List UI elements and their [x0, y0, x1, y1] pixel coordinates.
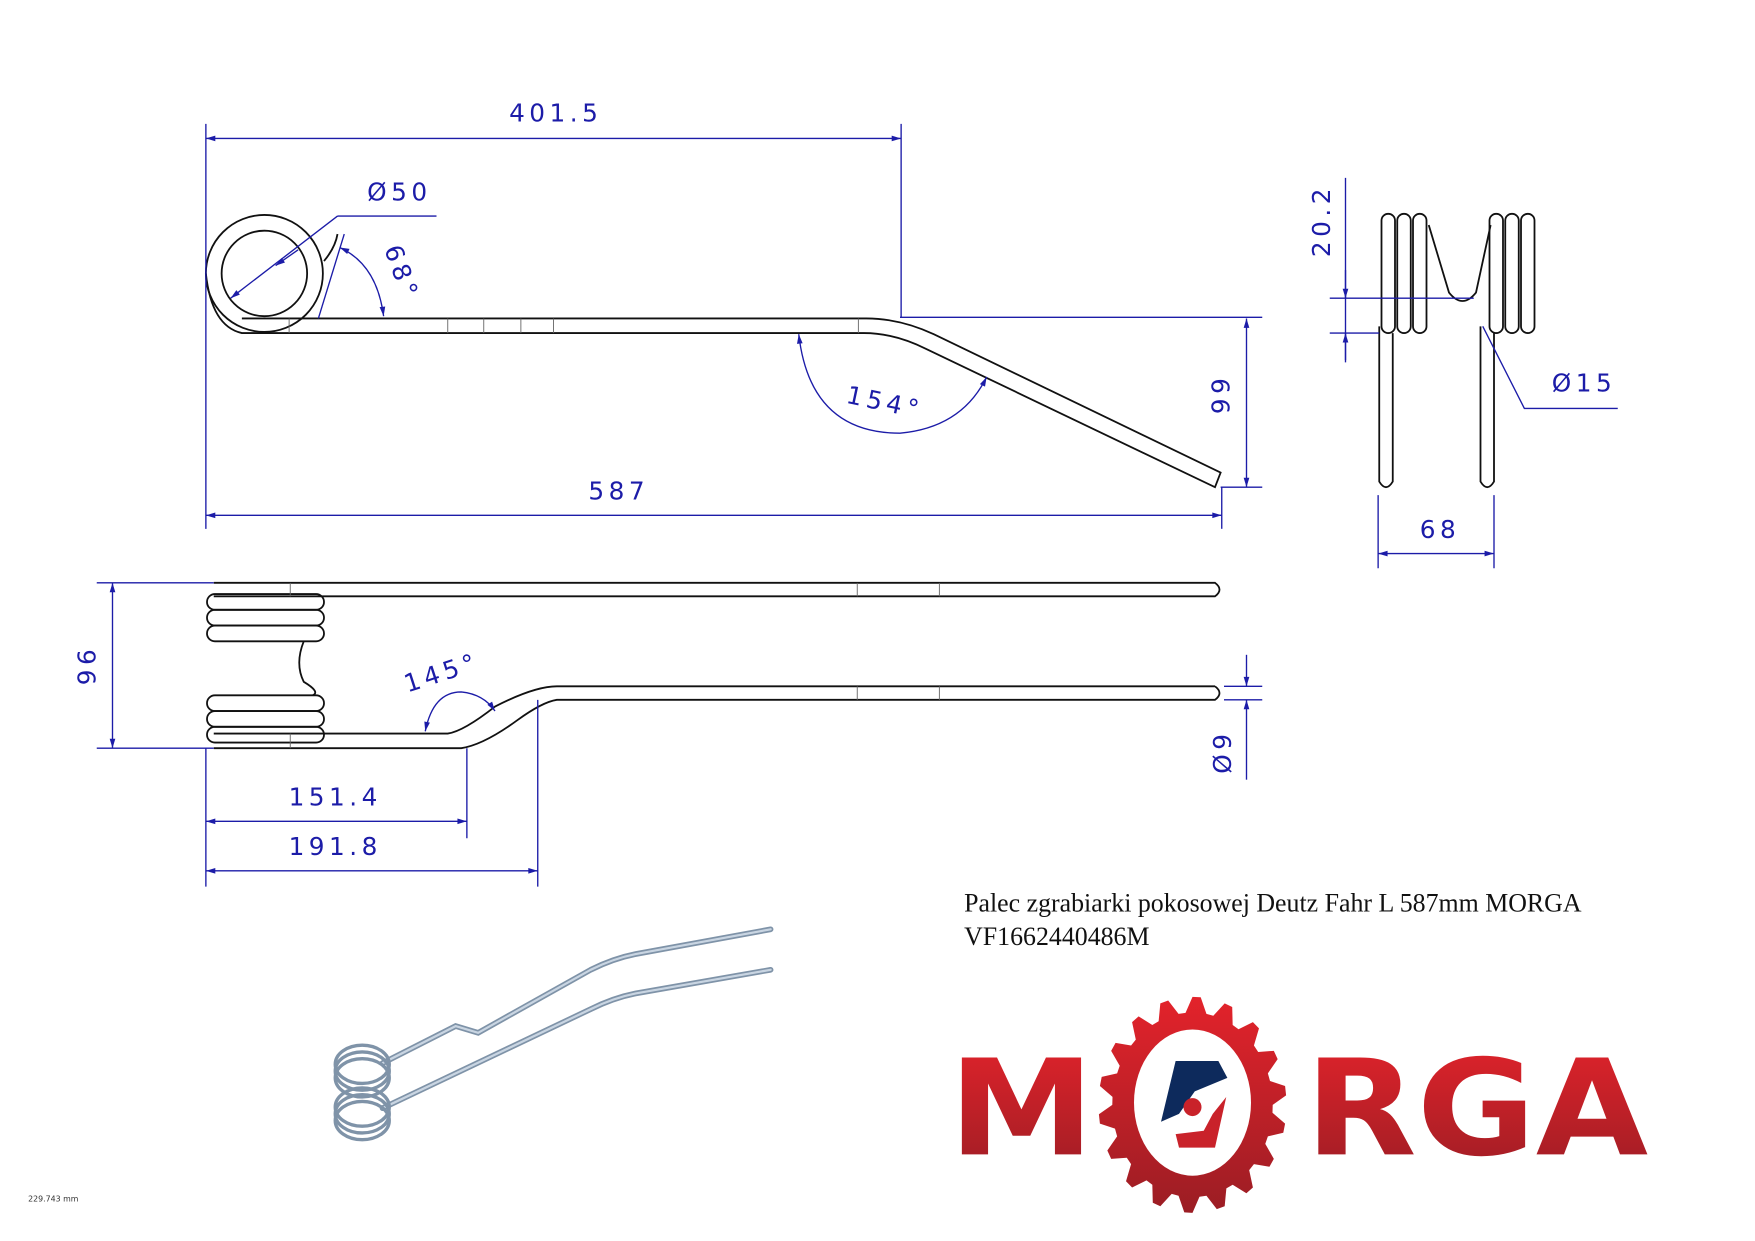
logo-letter-m: M	[948, 1032, 1094, 1186]
dim-coil-width: 20.2	[1307, 184, 1336, 257]
product-code: VF1662440486M	[964, 922, 1149, 951]
dim-lower-bend-angle: 145°	[400, 647, 483, 699]
product-title: Palec zgrabiarki pokosowej Deutz Fahr L …	[964, 888, 1582, 917]
dim-wire-bend-diameter: Ø15	[1552, 369, 1616, 398]
dim-total-length: 587	[588, 477, 649, 506]
logo-letters-rga: RGA	[1305, 1032, 1648, 1186]
dim-overall-width: 96	[73, 645, 102, 686]
dim-drop-height: 99	[1207, 374, 1236, 415]
dim-leg-spacing: 68	[1420, 515, 1461, 544]
top-view: 401.5 Ø50 68° 154° 99 587	[204, 99, 1263, 529]
morga-logo: M RGA	[948, 996, 1648, 1213]
wrench-icon	[1161, 1060, 1228, 1122]
bottom-view: 96 145° Ø9 151.4 191.8	[73, 581, 1263, 887]
dim-straight-section: 151.4	[289, 783, 382, 812]
dim-bend-angle: 154°	[844, 380, 926, 425]
dim-bend-end: 191.8	[289, 832, 382, 861]
dim-coil-diameter: Ø50	[367, 177, 431, 206]
dim-401-5: 401.5	[509, 99, 602, 128]
side-view: 20.2 Ø15 68	[1307, 177, 1618, 569]
scale-note: 229.743 mm	[28, 1195, 78, 1204]
dim-wire-diameter: Ø9	[1208, 729, 1237, 773]
dim-coil-angle: 68°	[378, 241, 425, 305]
isometric-render	[333, 926, 774, 1142]
